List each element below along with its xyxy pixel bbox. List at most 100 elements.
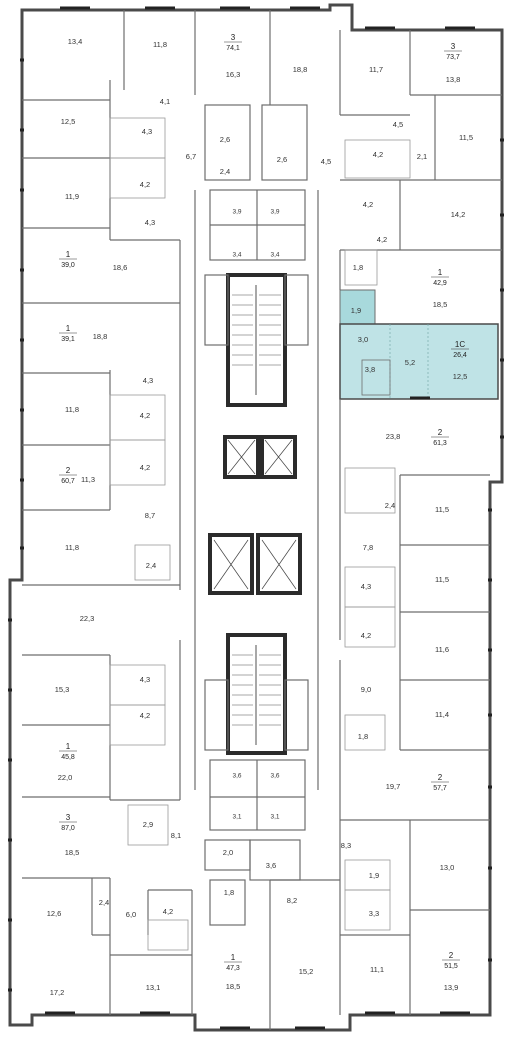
- room-area-label: 22,3: [80, 614, 95, 623]
- apartment-rooms: 2: [438, 773, 443, 782]
- room-area-label: 4,2: [361, 631, 371, 640]
- windows: [8, 6, 504, 1030]
- apartment-area: 51,5: [444, 963, 458, 970]
- central-core: [194, 104, 319, 926]
- room-area-label: 14,2: [451, 210, 466, 219]
- apartment-tag[interactable]: 251,5: [442, 951, 460, 970]
- room-area-label: 2,4: [99, 898, 109, 907]
- room-area-label: 11,7: [369, 65, 383, 74]
- apartment-tag[interactable]: 387,0: [59, 813, 77, 832]
- room-area-label: 8,3: [341, 841, 351, 850]
- room-area-label: 11,9: [65, 192, 79, 201]
- room-area-label: 3,6: [266, 861, 276, 870]
- room-area-label: 13,4: [68, 37, 83, 46]
- room-area-label: 2,6: [277, 155, 287, 164]
- room-area-label: 2,4: [146, 561, 156, 570]
- highlight-room-label: 3,8: [365, 365, 375, 374]
- apartment-tag[interactable]: 261,3: [431, 428, 449, 447]
- room-area-label: 2,4: [220, 167, 230, 176]
- right-wing-walls: [269, 30, 502, 1030]
- core-room-label: 3,1: [232, 814, 241, 821]
- apartment-tag[interactable]: 142,9: [431, 268, 449, 287]
- apartment-tag[interactable]: 139,0: [59, 250, 77, 269]
- room-area-label: 2,1: [417, 152, 427, 161]
- apartment-rooms: 2: [438, 428, 443, 437]
- room-area-label: 13,9: [444, 983, 459, 992]
- room-area-label: 4,2: [140, 463, 150, 472]
- apartment-area: 57,7: [433, 785, 447, 792]
- left-bathrooms: [109, 117, 189, 951]
- highlighted-apartment-1c[interactable]: [339, 289, 499, 400]
- apartment-tag[interactable]: 260,7: [59, 466, 77, 485]
- room-area-label: 19,7: [386, 782, 401, 791]
- room-area-label: 13,1: [146, 983, 161, 992]
- apartment-rooms: 1: [66, 742, 71, 751]
- room-area-label: 22,0: [58, 773, 73, 782]
- room-area-label: 11,4: [435, 710, 449, 719]
- room-area-label: 4,2: [363, 200, 373, 209]
- room-area-label: 13,8: [446, 75, 461, 84]
- room-area-label: 4,2: [140, 180, 150, 189]
- room-area-label: 4,2: [140, 711, 150, 720]
- apartment-tag[interactable]: 373,7: [444, 42, 462, 61]
- core-room-label: 3,4: [270, 252, 279, 259]
- highlight-room-label: 1,9: [351, 306, 361, 315]
- room-area-label: 2,9: [143, 820, 153, 829]
- apartment-area: 26,4: [453, 352, 467, 359]
- room-area-label: 18,8: [293, 65, 308, 74]
- room-area-label: 4,3: [140, 675, 150, 684]
- core-room-label: 3,9: [270, 209, 279, 216]
- apartment-tag[interactable]: 257,7: [431, 773, 449, 792]
- room-area-label: 7,8: [363, 543, 373, 552]
- apartment-rooms: 1: [438, 268, 443, 277]
- room-area-label: 8,7: [145, 511, 155, 520]
- room-area-label: 18,5: [433, 300, 448, 309]
- room-area-label: 11,5: [435, 575, 449, 584]
- room-area-label: 11,3: [81, 475, 95, 484]
- room-area-label: 4,1: [160, 97, 170, 106]
- room-area-label: 4,3: [142, 127, 152, 136]
- room-area-label: 6,7: [186, 152, 196, 161]
- room-area-label: 12,6: [47, 909, 62, 918]
- core-room-label: 3,1: [270, 814, 279, 821]
- apartment-area: 87,0: [61, 825, 75, 832]
- room-area-label: 11,6: [435, 645, 449, 654]
- room-area-label: 4,2: [373, 150, 383, 159]
- apartment-tag[interactable]: 139,1: [59, 324, 77, 343]
- apartment-tag[interactable]: 147,3: [224, 953, 242, 972]
- highlight-room-label: 12,5: [453, 372, 468, 381]
- room-area-label: 4,3: [361, 582, 371, 591]
- room-area-label: 12,5: [61, 117, 76, 126]
- room-area-label: 18,5: [226, 982, 241, 991]
- left-wing-walls: [22, 10, 271, 1015]
- apartment-rooms: 2: [449, 951, 454, 960]
- apartment-rooms: 3: [451, 42, 456, 51]
- room-area-label: 15,2: [299, 967, 314, 976]
- core-room-label: 3,6: [232, 773, 241, 780]
- room-area-label: 18,5: [65, 848, 80, 857]
- room-area-label: 11,5: [459, 133, 473, 142]
- apartment-rooms: 2: [66, 466, 71, 475]
- core-room-label: 3,4: [232, 252, 241, 259]
- apartment-area: 73,7: [446, 54, 460, 61]
- apartment-area: 39,1: [61, 336, 75, 343]
- room-area-label: 1,8: [353, 263, 363, 272]
- apartment-area: 60,7: [61, 478, 75, 485]
- apartment-area: 39,0: [61, 262, 75, 269]
- room-area-label: 11,8: [153, 40, 167, 49]
- highlight-room-label: 3,0: [358, 335, 368, 344]
- apartment-rooms: 1: [231, 953, 236, 962]
- room-area-label: 4,2: [377, 235, 387, 244]
- room-area-label: 9,0: [361, 685, 371, 694]
- apartment-tag[interactable]: 145,8: [59, 742, 77, 761]
- room-area-label: 2,0: [223, 848, 233, 857]
- room-area-label: 2,4: [385, 501, 395, 510]
- apartment-area: 74,1: [226, 45, 240, 52]
- apartment-tag[interactable]: 374,1: [224, 33, 242, 52]
- room-area-label: 18,6: [113, 263, 128, 272]
- room-area-label: 8,1: [171, 831, 181, 840]
- room-area-label: 15,3: [55, 685, 70, 694]
